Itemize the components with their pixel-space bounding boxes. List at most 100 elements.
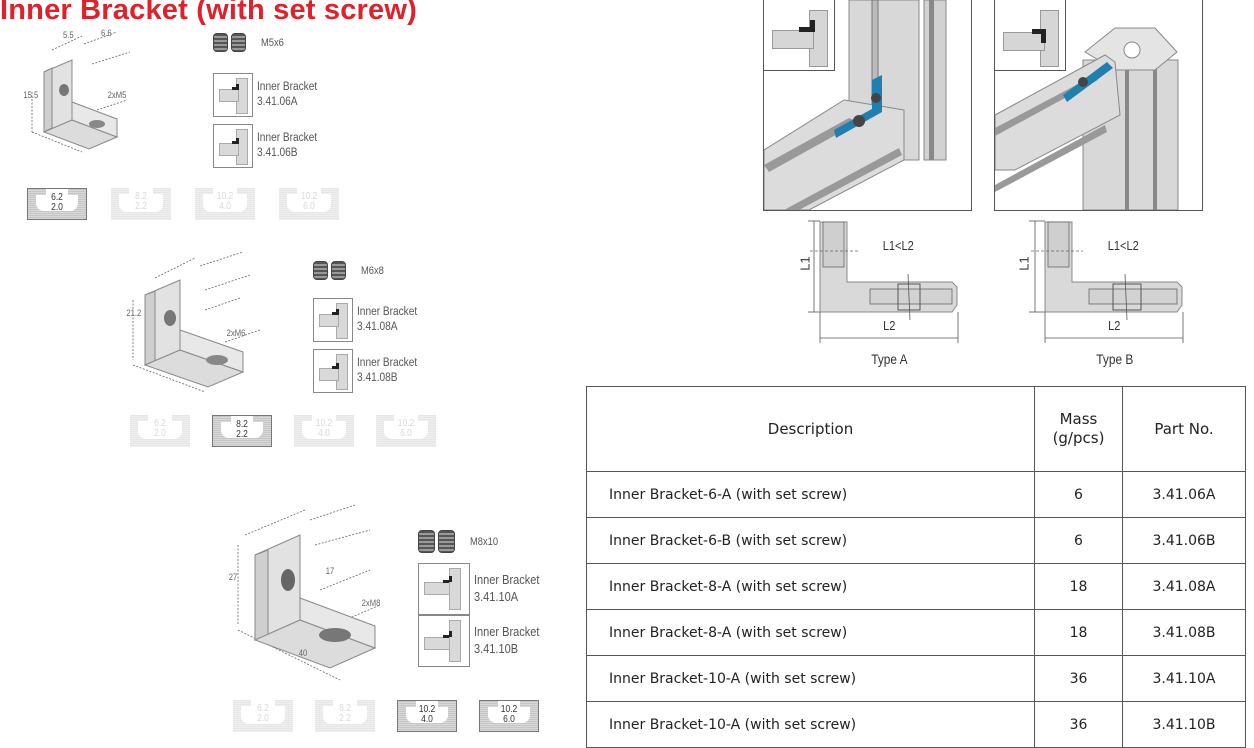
screw-size-label: M6x8: [361, 264, 384, 277]
bracket-8-isometric-drawing: 21.2 2xM6: [125, 250, 275, 395]
cell-part-no: 3.41.10A: [1122, 655, 1246, 702]
cell-description: Inner Bracket-10-A (with set screw): [586, 701, 1035, 748]
assembly-illustration-type-b: [994, 0, 1203, 211]
variant-label: Inner Bracket: [357, 357, 418, 369]
cell-mass: 36: [1034, 655, 1123, 702]
bracket-type-a-icon: [313, 298, 353, 342]
table-row: Inner Bracket-10-A (with set screw) 36 3…: [586, 701, 1246, 748]
header-part-no: Part No.: [1122, 386, 1246, 472]
l1-label: L1: [1016, 256, 1032, 271]
bracket-type-b-icon: [213, 124, 253, 168]
set-screw-icon: [231, 33, 246, 52]
cell-description: Inner Bracket-6-B (with set screw): [586, 517, 1035, 564]
cell-part-no: 3.41.10B: [1122, 701, 1246, 748]
variant-b-item: Inner Bracket 3.41.06B: [213, 124, 325, 168]
dimension-label: 2xM8: [361, 598, 381, 608]
set-screw-spec: M6x8: [313, 261, 388, 280]
bracket-type-a-inset-icon: [764, 0, 835, 71]
bracket-6-isometric-drawing: 5.5 6.6 15.5 2xM5: [22, 28, 137, 157]
set-screw-icon: [313, 261, 328, 280]
cell-part-no: 3.41.08A: [1122, 563, 1246, 610]
table-row: Inner Bracket-6-A (with set screw) 6 3.4…: [586, 471, 1246, 518]
variant-a-item: Inner Bracket 3.41.10A: [418, 563, 548, 615]
bracket-type-a-icon: [213, 73, 253, 117]
dimension-label: 5.5: [62, 30, 74, 40]
set-screw-icon: [213, 33, 228, 52]
set-screw-icon: [331, 261, 346, 280]
set-screw-icon: [418, 530, 435, 553]
assembly-illustration-type-a: [763, 0, 972, 211]
l2-label: L2: [883, 318, 896, 333]
l1-label: L1: [797, 256, 813, 271]
cell-part-no: 3.41.06B: [1122, 517, 1246, 564]
variant-label: Inner Bracket: [474, 625, 540, 639]
dimension-label: 2xM6: [226, 328, 246, 338]
l1-lt-l2-note: L1<L2: [1107, 238, 1139, 253]
dimension-drawing-type-b: L1 L1<L2 L2 Type B: [1017, 218, 1213, 373]
variant-label: Inner Bracket: [257, 132, 318, 144]
dimension-label: 40: [298, 648, 308, 658]
dimension-label: 17: [325, 566, 335, 576]
cell-description: Inner Bracket-8-A (with set screw): [586, 609, 1035, 656]
set-screw-spec: M8x10: [418, 530, 503, 553]
cell-part-no: 3.41.08B: [1122, 609, 1246, 656]
variant-label: Inner Bracket: [257, 81, 318, 93]
dimension-label: 27: [228, 572, 238, 582]
bracket-type-a-icon: [418, 563, 470, 615]
variant-label: Inner Bracket: [474, 573, 540, 587]
cell-description: Inner Bracket-6-A (with set screw): [586, 471, 1035, 518]
cell-description: Inner Bracket-8-A (with set screw): [586, 563, 1035, 610]
variant-label: Inner Bracket: [357, 306, 418, 318]
variant-part-number: 3.41.08A: [357, 321, 398, 333]
spec-table: Description Mass (g/pcs) Part No. Inner …: [586, 386, 1246, 748]
cell-part-no: 3.41.06A: [1122, 471, 1246, 518]
header-description: Description: [586, 386, 1035, 472]
page-title: Inner Bracket (with set screw): [0, 0, 417, 26]
variant-b-item: Inner Bracket 3.41.08B: [313, 349, 425, 393]
variant-a-item: Inner Bracket 3.41.06A: [213, 73, 325, 117]
variant-b-item: Inner Bracket 3.41.10B: [418, 615, 548, 667]
cell-mass: 6: [1034, 471, 1123, 518]
dimension-label: 2xM5: [107, 90, 127, 100]
variant-part-number: 3.41.06B: [257, 147, 298, 159]
header-mass: Mass (g/pcs): [1034, 386, 1123, 472]
variant-a-item: Inner Bracket 3.41.08A: [313, 298, 425, 342]
variant-part-number: 3.41.10A: [474, 590, 519, 604]
cell-mass: 6: [1034, 517, 1123, 564]
set-screw-icon: [438, 530, 455, 553]
variant-part-number: 3.41.08B: [357, 372, 398, 384]
screw-size-label: M8x10: [470, 535, 499, 548]
bracket-type-b-inset-icon: [995, 0, 1066, 71]
l2-label: L2: [1108, 318, 1121, 333]
dimension-drawing-type-a: L1 L1<L2 L2 Type A: [798, 218, 988, 373]
screw-size-label: M5x6: [261, 36, 284, 49]
cell-mass: 36: [1034, 701, 1123, 748]
bracket-type-b-icon: [313, 349, 353, 393]
table-row: Inner Bracket-10-A (with set screw) 36 3…: [586, 655, 1246, 702]
variant-part-number: 3.41.10B: [474, 642, 519, 656]
table-row: Inner Bracket-8-A (with set screw) 18 3.…: [586, 609, 1246, 656]
type-b-caption: Type B: [1096, 351, 1134, 367]
dimension-label: 6.6: [100, 28, 112, 38]
bracket-10-isometric-drawing: 27 17 2xM8 40: [228, 500, 400, 685]
set-screw-spec: M5x6: [213, 33, 288, 52]
l1-lt-l2-note: L1<L2: [882, 238, 914, 253]
dimension-label: 15.5: [23, 90, 39, 100]
type-a-caption: Type A: [871, 351, 908, 367]
cell-description: Inner Bracket-10-A (with set screw): [586, 655, 1035, 702]
dimension-label: 21.2: [126, 308, 142, 318]
table-row: Inner Bracket-6-B (with set screw) 6 3.4…: [586, 517, 1246, 564]
